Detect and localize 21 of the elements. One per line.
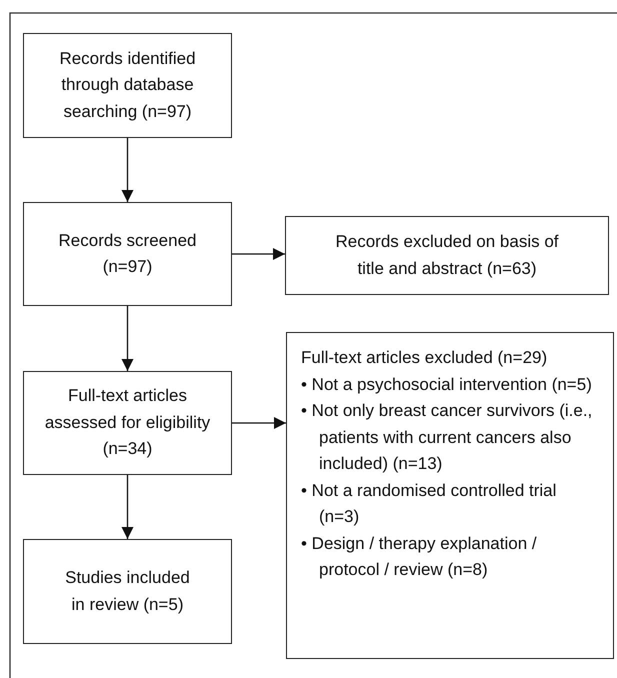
exclusion-box [286, 332, 614, 659]
box-text: Full-text articles assessed for eligibility (n=34) [44, 385, 211, 460]
arrow [122, 306, 134, 371]
list-item: • Not a psychosocial intervention (n=5) [301, 374, 592, 396]
result-box [23, 539, 232, 644]
process-box [23, 33, 232, 138]
process-box [23, 371, 232, 475]
arrow [122, 138, 134, 202]
box-heading: Full-text articles excluded (n=29) [301, 347, 548, 369]
arrow [232, 417, 286, 429]
list-item: • Not a randomised controlled trial (n=3) [301, 480, 558, 528]
arrow [232, 248, 285, 260]
exclusion-box [285, 216, 609, 295]
process-box [23, 202, 232, 306]
box-text: Studies included in review (n=5) [64, 567, 191, 616]
arrow [122, 475, 134, 539]
list-item: • Design / therapy explanation / protocol / review (n=8) [301, 532, 538, 581]
box-text: Records excluded on basis of title and abstract (n=63) [334, 231, 560, 280]
box-text: Records identified through database searching (n=97) [58, 48, 197, 123]
list-item: • Not only breast cancer survivors (i.e., patients with current cancers also included) (n=13) [301, 400, 594, 475]
box-text: Records screened (n=97) [58, 230, 198, 278]
